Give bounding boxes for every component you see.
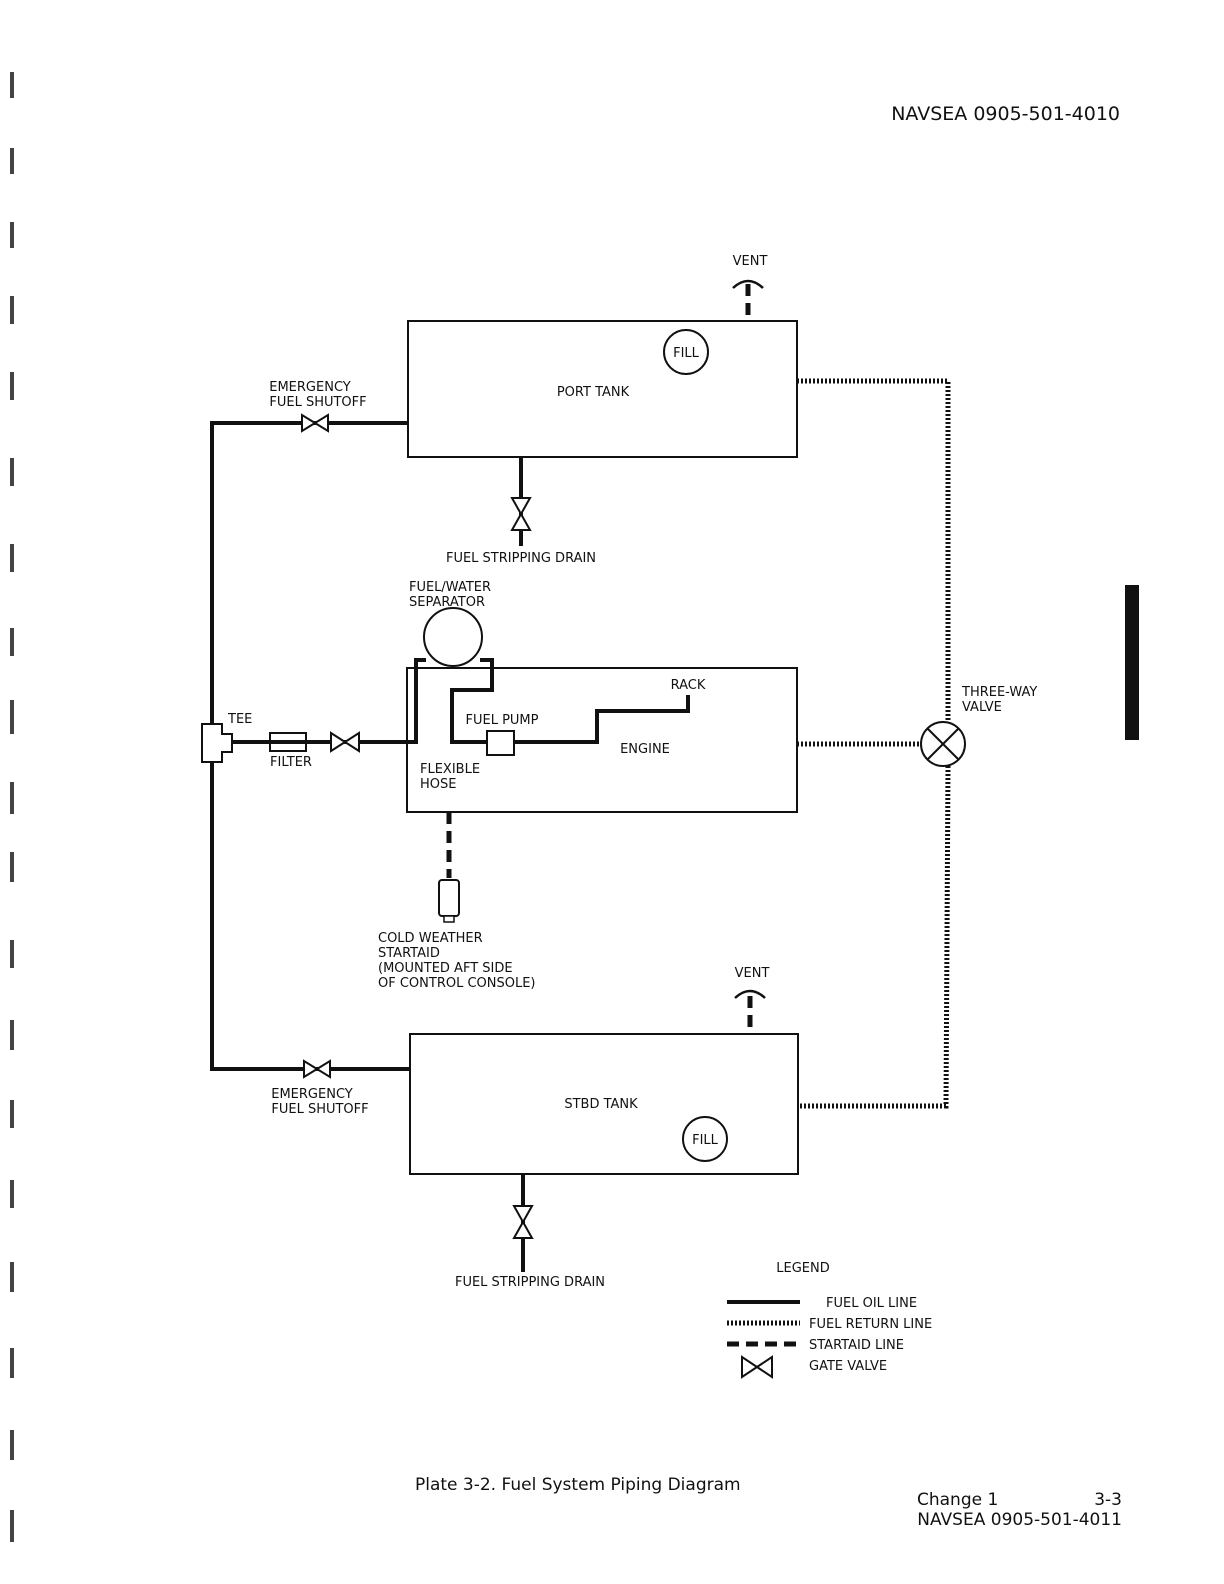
fuel-pump-icon xyxy=(486,730,515,756)
hose-gate-valve-icon xyxy=(330,731,360,753)
separator-label-2: SEPARATOR xyxy=(409,595,485,610)
fuel-water-separator-icon xyxy=(423,607,483,667)
rack-label: RACK xyxy=(671,678,706,693)
startaid-label-2: STARTAID xyxy=(378,946,440,961)
stbd-fill-circle xyxy=(682,1116,728,1162)
stbd-drain-valve-icon xyxy=(512,1205,534,1239)
port-vent-icon xyxy=(732,279,764,321)
emergency-bottom-label-2: FUEL SHUTOFF xyxy=(271,1102,368,1117)
figure-caption: Plate 3-2. Fuel System Piping Diagram xyxy=(415,1475,741,1495)
emergency-bottom-label-1: EMERGENCY xyxy=(271,1087,353,1102)
port-fill-label: FILL xyxy=(673,346,700,361)
port-drain-valve-icon xyxy=(510,497,532,531)
three-way-valve-icon xyxy=(920,721,966,767)
port-drain-label: FUEL STRIPPING DRAIN xyxy=(446,551,596,566)
stbd-drain-label: FUEL STRIPPING DRAIN xyxy=(455,1275,605,1290)
port-tank-label: PORT TANK xyxy=(557,385,630,400)
legend-item-gate-valve: GATE VALVE xyxy=(809,1359,887,1374)
legend: LEGEND FUEL OIL LINE FUEL RETURN LINE ST… xyxy=(727,1261,932,1379)
flex-hose-label-1: FLEXIBLE xyxy=(420,762,480,777)
emergency-top-label-1: EMERGENCY xyxy=(269,380,351,395)
emergency-shutoff-bottom-valve-icon xyxy=(303,1059,331,1079)
startaid-label-1: COLD WEATHER xyxy=(378,931,483,946)
three-way-label-2: VALVE xyxy=(962,700,1002,715)
startaid-canister-icon xyxy=(438,879,460,923)
footer-page-number: 3-3 xyxy=(1094,1490,1122,1510)
legend-title: LEGEND xyxy=(776,1261,829,1276)
emergency-top-label-2: FUEL SHUTOFF xyxy=(269,395,366,410)
footer-doc-number: NAVSEA 0905-501-4011 xyxy=(917,1510,1122,1530)
port-fill-circle xyxy=(663,329,709,375)
three-way-label-1: THREE-WAY xyxy=(961,685,1037,700)
change-bar xyxy=(1125,585,1139,740)
emergency-shutoff-top-valve-icon xyxy=(301,413,329,433)
stbd-vent-icon xyxy=(734,989,766,1034)
separator-label-1: FUEL/WATER xyxy=(409,580,491,595)
fuel-pump-label: FUEL PUMP xyxy=(466,713,539,728)
flex-hose-label-2: HOSE xyxy=(420,777,456,792)
header-doc-number: NAVSEA 0905-501-4010 xyxy=(891,103,1120,125)
filter-icon xyxy=(269,732,307,752)
tee-fitting xyxy=(201,723,233,763)
engine-label: ENGINE xyxy=(620,742,670,757)
stbd-tank-label: STBD TANK xyxy=(564,1097,638,1112)
stbd-vent-label: VENT xyxy=(735,966,770,981)
filter-label: FILTER xyxy=(270,755,312,770)
tee-label: TEE xyxy=(227,712,252,727)
stbd-fill-label: FILL xyxy=(692,1133,719,1148)
legend-item-fuel-return: FUEL RETURN LINE xyxy=(809,1317,932,1332)
legend-item-startaid: STARTAID LINE xyxy=(809,1338,904,1353)
port-tank xyxy=(407,320,798,458)
binding-marks xyxy=(10,72,14,1542)
port-vent-label: VENT xyxy=(733,254,768,269)
startaid-label-4: OF CONTROL CONSOLE) xyxy=(378,976,536,991)
fuel-return-lines xyxy=(797,378,951,1109)
legend-gate-valve-icon xyxy=(741,1355,773,1379)
legend-item-fuel-oil: FUEL OIL LINE xyxy=(826,1296,917,1311)
startaid-label-3: (MOUNTED AFT SIDE xyxy=(378,961,513,976)
footer-change: Change 1 xyxy=(917,1490,998,1510)
